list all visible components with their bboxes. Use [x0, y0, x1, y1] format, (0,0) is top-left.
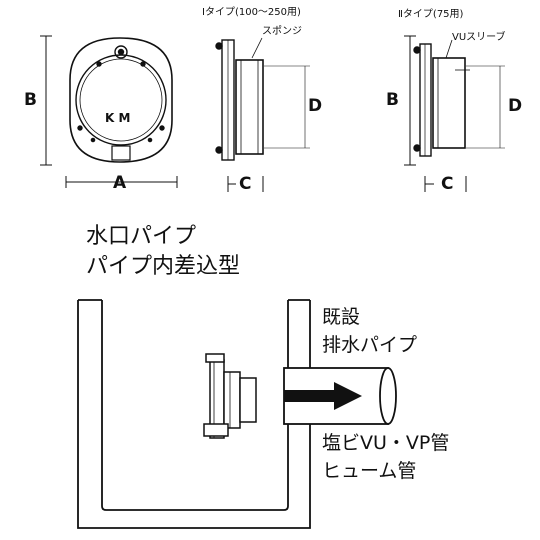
type2-part-label: VUスリーブ [452, 32, 506, 43]
type1-dim-c-label: C [239, 174, 252, 194]
install-drawing [77, 299, 397, 529]
type1-title: Ⅰタイプ(100〜250用) [202, 7, 301, 18]
type2-dim-d-label: D [508, 96, 523, 116]
type1-dim-d-label: D [308, 96, 323, 116]
type2-title: Ⅱタイプ(75用) [398, 9, 464, 20]
pipe-material-line2: ヒューム管 [322, 460, 417, 482]
install-title-line1: 水口パイプ [86, 224, 197, 249]
type1-part-label: スポンジ [262, 26, 302, 37]
install-title-line2: パイプ内差込型 [86, 254, 241, 279]
front-dim-a-label: A [113, 173, 127, 193]
wall-outline-outer [77, 300, 311, 529]
pipe-material-line1: 塩ビVU・VP管 [322, 432, 450, 454]
type2-side-view [404, 35, 505, 192]
type2-dim-c-label: C [441, 174, 454, 194]
existing-pipe-line1: 既設 [322, 306, 361, 328]
type1-side-view [215, 37, 310, 192]
front-logo-text: K M [105, 111, 131, 125]
front-view [40, 35, 178, 188]
wall-outline-inner [101, 300, 289, 511]
fitting [203, 353, 257, 439]
type2-dim-b-label: B [386, 90, 399, 110]
front-dim-b-label: B [24, 90, 37, 110]
existing-pipe-line2: 排水パイプ [322, 334, 418, 356]
flow-arrow [284, 382, 362, 410]
